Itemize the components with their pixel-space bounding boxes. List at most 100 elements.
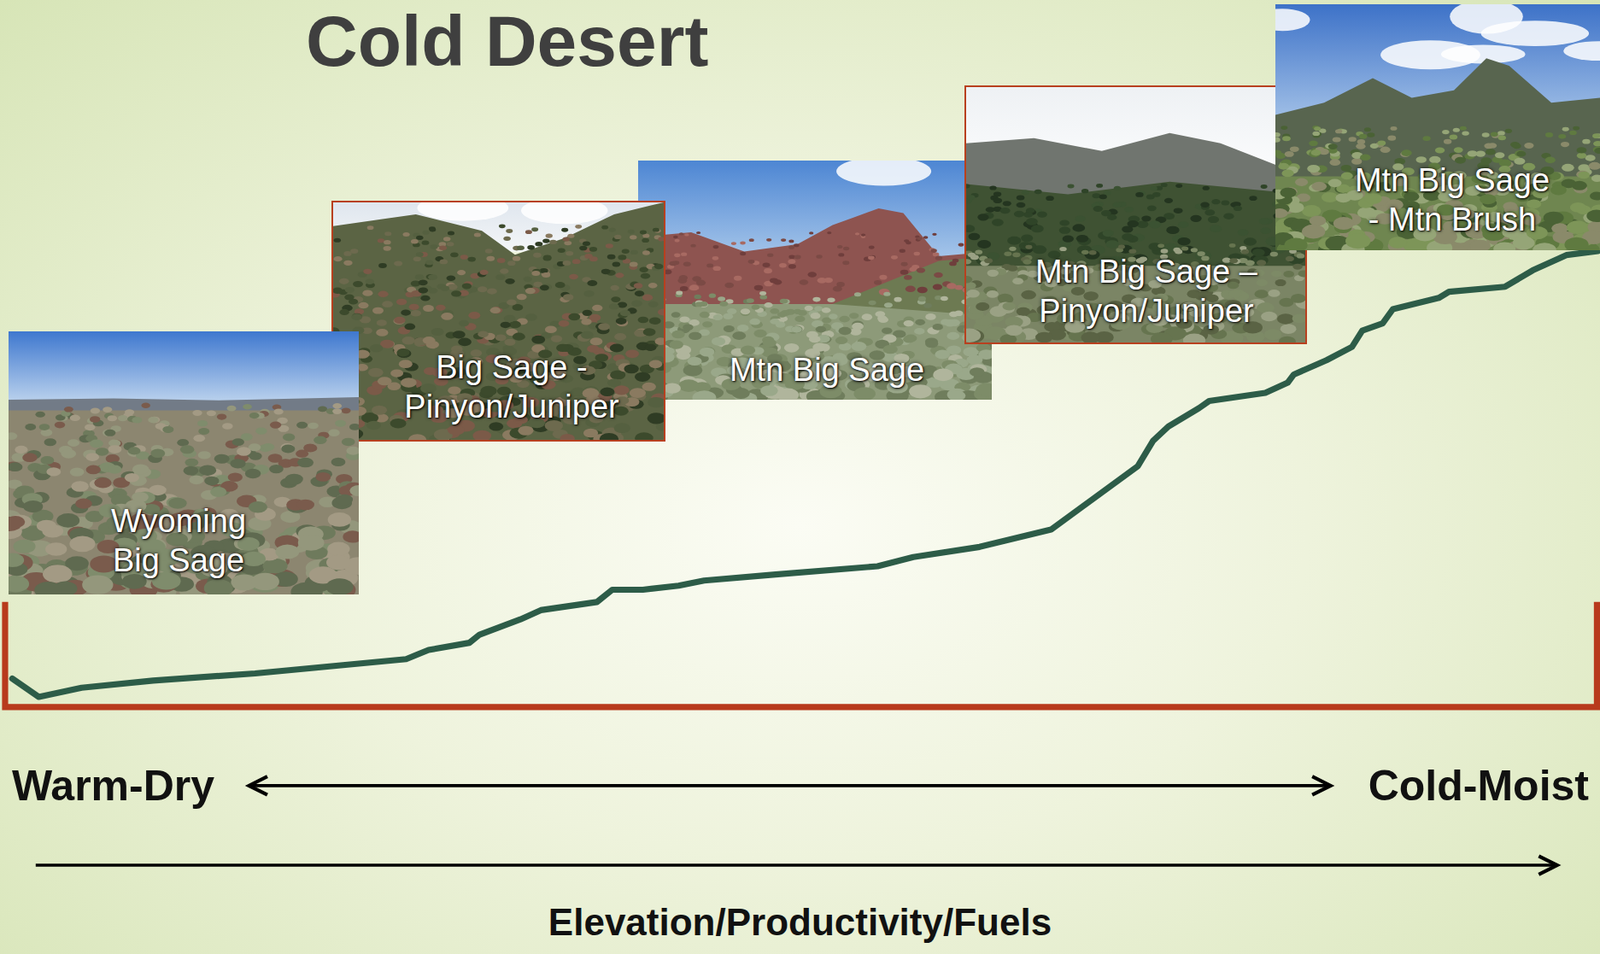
shrub xyxy=(377,238,385,243)
shrub xyxy=(674,239,680,243)
shrub xyxy=(638,345,652,355)
shrub xyxy=(495,274,505,281)
shrub xyxy=(1013,210,1025,218)
shrub xyxy=(815,326,827,334)
shrub xyxy=(902,335,915,344)
shrub xyxy=(625,349,639,358)
shrub xyxy=(793,243,799,247)
shrub xyxy=(1005,324,1024,336)
shrub xyxy=(1241,249,1249,255)
shrub xyxy=(1106,240,1120,248)
shrub xyxy=(397,349,412,358)
cloud xyxy=(1275,8,1310,31)
shrub xyxy=(655,246,662,250)
shrub xyxy=(342,332,355,340)
shrub xyxy=(344,294,354,301)
shrub xyxy=(614,333,627,341)
shrub xyxy=(890,255,898,260)
shrub xyxy=(934,350,950,360)
shrub xyxy=(516,293,528,300)
shrub xyxy=(457,269,466,276)
shrub xyxy=(642,245,649,249)
shrub xyxy=(1113,186,1121,191)
shrub xyxy=(451,290,462,297)
shrub xyxy=(868,300,877,306)
shrub xyxy=(39,423,51,431)
shrub xyxy=(1102,229,1114,237)
shrub xyxy=(874,310,885,317)
shrub xyxy=(764,302,774,308)
shrub xyxy=(184,458,199,468)
shrub xyxy=(952,258,960,264)
shrub xyxy=(966,224,975,233)
shrub xyxy=(1259,217,1270,225)
shrub xyxy=(333,349,342,358)
shrub xyxy=(1209,224,1222,233)
shrub xyxy=(377,291,388,299)
shrub xyxy=(500,322,511,329)
shrub xyxy=(631,299,643,307)
shrub xyxy=(428,228,436,233)
shrub xyxy=(8,575,30,593)
shrub xyxy=(13,539,36,554)
shrub xyxy=(60,449,77,459)
shrub xyxy=(638,390,652,400)
shrub xyxy=(838,252,844,257)
shrub xyxy=(908,267,916,272)
shrub xyxy=(415,274,424,280)
shrub xyxy=(931,233,937,236)
shrub xyxy=(1035,332,1054,343)
shrub xyxy=(609,303,620,310)
shrub xyxy=(638,375,654,387)
shrub xyxy=(334,256,343,262)
shrub xyxy=(867,255,875,260)
shrub xyxy=(392,317,405,325)
shrub xyxy=(468,311,481,320)
shrub xyxy=(188,475,204,486)
shrub xyxy=(1260,184,1268,189)
photo-box: Wyoming Big Sage xyxy=(8,331,359,595)
shrub xyxy=(147,416,159,424)
shrub xyxy=(731,241,737,246)
shrub xyxy=(447,230,455,235)
shrub xyxy=(1101,210,1112,217)
shrub xyxy=(684,233,689,236)
photo-caption: Mtn Big Sage xyxy=(685,351,968,391)
shrub xyxy=(1202,186,1210,191)
shrub xyxy=(365,279,375,285)
shrub xyxy=(966,289,979,299)
shrub xyxy=(1560,141,1570,147)
cloud xyxy=(1441,44,1526,64)
shrub xyxy=(42,564,73,583)
shrub xyxy=(586,345,599,353)
shrub xyxy=(966,275,973,283)
shrub xyxy=(1128,248,1137,253)
shrub xyxy=(1380,146,1391,153)
mountain xyxy=(1275,58,1600,176)
shrub xyxy=(525,313,538,321)
shrub xyxy=(861,313,873,321)
shrub xyxy=(835,336,849,345)
shrub xyxy=(349,423,359,431)
shrub xyxy=(991,218,1004,226)
shrub xyxy=(642,250,651,255)
shrub xyxy=(531,270,540,276)
shrub xyxy=(634,372,651,382)
shrub xyxy=(128,446,141,455)
shrub xyxy=(1589,191,1600,200)
shrub xyxy=(452,330,466,339)
shrub xyxy=(633,282,644,288)
shrub xyxy=(567,234,575,239)
shrub xyxy=(216,413,228,420)
shrub xyxy=(339,365,354,375)
shrub xyxy=(341,407,352,414)
shrub xyxy=(562,236,570,241)
shrub xyxy=(1075,215,1086,222)
shrub xyxy=(345,446,359,456)
shrub xyxy=(769,277,779,283)
shrub xyxy=(409,304,420,311)
shrub xyxy=(893,297,902,303)
shrub xyxy=(1093,205,1103,212)
shrub xyxy=(879,288,891,296)
shrub xyxy=(699,311,710,318)
